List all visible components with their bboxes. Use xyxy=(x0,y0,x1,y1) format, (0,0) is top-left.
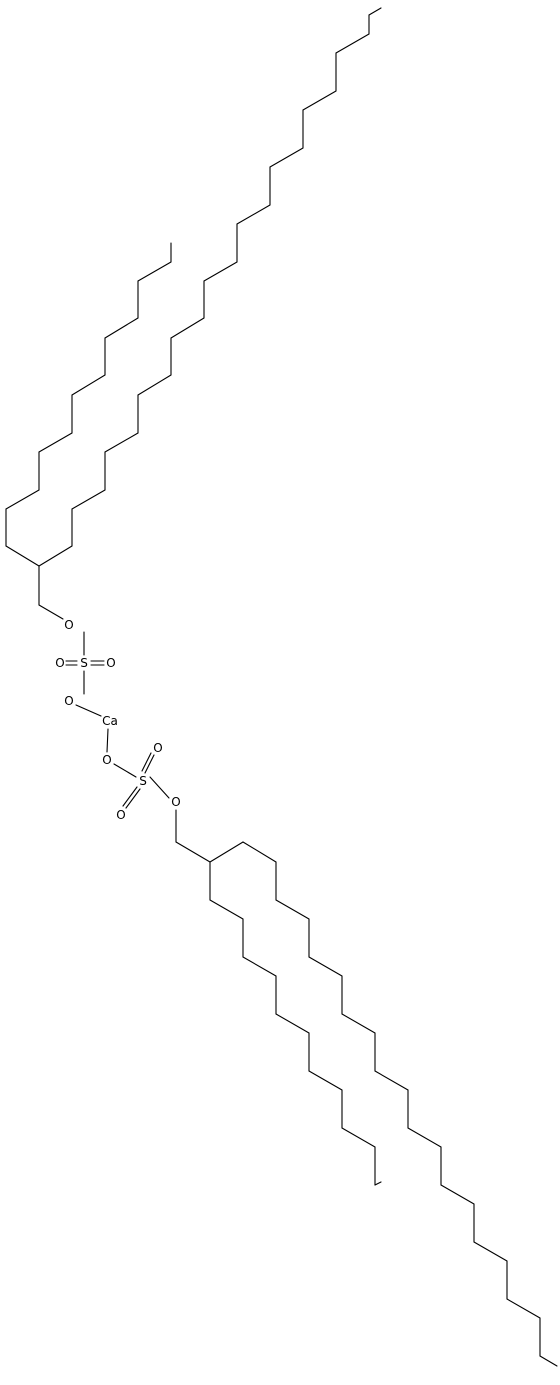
bond-lower-short-chain xyxy=(341,1127,376,1148)
atom-label-layer: O S O O O Ca O S O O O xyxy=(55,618,180,822)
atom-o-upper-right: O xyxy=(106,656,115,670)
bond-lower-long-chain xyxy=(506,1298,541,1319)
atom-s-lower: S xyxy=(139,774,147,788)
bond-upper-short-chain xyxy=(5,489,40,510)
bond-upper-long-chain xyxy=(104,432,139,453)
atom-o-upper-ester: O xyxy=(64,618,73,632)
bond-lower-long-chain xyxy=(539,1355,558,1367)
bond-lower-s-o-ester xyxy=(149,776,170,799)
bond-upper-short-chain xyxy=(71,374,106,396)
atom-s-upper: S xyxy=(80,656,88,670)
bond-lower-ch2-ch xyxy=(175,841,211,863)
bond-lower-long-chain xyxy=(407,1127,442,1148)
bond-lower-long-chain xyxy=(242,841,277,863)
bond-upper-long-chain xyxy=(236,204,271,225)
bond-upper-long-chain xyxy=(137,374,172,396)
bond-upper-short-chain xyxy=(137,261,172,282)
atom-o-lower-ca: O xyxy=(102,753,111,767)
bond-lower-s-o-bottom-b xyxy=(122,786,138,807)
bond-lower-long-chain xyxy=(473,1241,508,1262)
bond-lower-short-chain xyxy=(275,1013,310,1034)
bond-lower-long-chain xyxy=(308,956,343,977)
atom-ca: Ca xyxy=(102,714,118,728)
atom-o-lower-top: O xyxy=(153,741,162,755)
bond-layer xyxy=(5,7,558,1367)
bond-lower-ca-o xyxy=(106,728,109,753)
bond-upper-long-chain xyxy=(368,7,382,16)
bond-lower-long-chain xyxy=(341,1013,376,1034)
bond-upper-long-chain xyxy=(203,261,238,282)
bond-upper-long-chain xyxy=(302,90,337,111)
bond-lower-long-chain xyxy=(374,1070,409,1091)
bond-lower-long-chain xyxy=(275,899,310,920)
atom-o-lower-ester: O xyxy=(171,795,180,809)
bond-upper-long-chain xyxy=(269,147,304,168)
atom-o-upper-left: O xyxy=(55,656,64,670)
bond-upper-long-chain xyxy=(71,489,106,510)
bond-lower-s-o-top-a xyxy=(144,754,155,774)
bond-lower-long-chain xyxy=(209,841,244,863)
bond-lower-long-chain xyxy=(440,1184,475,1205)
bond-upper-long-chain xyxy=(38,545,73,567)
atom-o-upper-ca: O xyxy=(64,694,73,708)
bond-upper-short-chain xyxy=(38,432,73,453)
bond-lower-short-chain xyxy=(242,956,277,977)
bond-upper-long-chain xyxy=(335,33,370,54)
bond-upper-long-chain xyxy=(170,317,205,339)
atom-o-lower-bottom: O xyxy=(116,808,125,822)
bond-upper-o-ch2 xyxy=(38,604,64,620)
bond-lower-o-s xyxy=(113,763,137,778)
bond-lower-short-chain xyxy=(308,1070,343,1091)
bond-lower-short-chain xyxy=(209,899,244,920)
bond-lower-s-o-bottom-a xyxy=(125,788,141,809)
bond-upper-short-chain xyxy=(104,317,139,339)
bond-upper-o-ca xyxy=(75,704,102,717)
bond-upper-short-chain xyxy=(5,545,40,567)
bond-lower-short-chain xyxy=(374,1181,382,1186)
bond-lower-s-o-top-b xyxy=(141,752,152,772)
